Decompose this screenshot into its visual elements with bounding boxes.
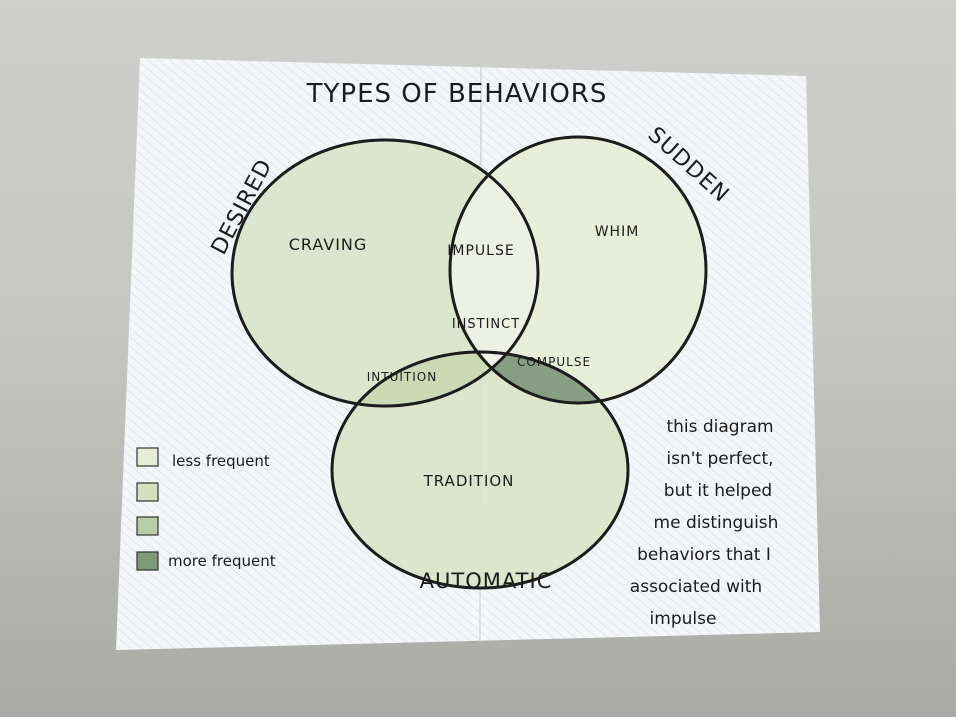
circle-desired: [230, 138, 540, 408]
circle-sudden: [448, 135, 708, 405]
label-automatic: AUTOMATIC: [420, 569, 553, 593]
legend-swatch-3: [136, 516, 159, 536]
note-line-6: associated with: [630, 577, 762, 597]
region-craving: CRAVING: [289, 235, 368, 254]
note-line-4: me distinguish: [654, 513, 779, 533]
region-tradition: TRADITION: [423, 472, 515, 490]
legend-swatch-1: [136, 447, 159, 467]
region-compulse: COMPULSE: [517, 355, 591, 369]
note-line-1: this diagram: [666, 417, 773, 437]
note-line-2: isn't perfect,: [666, 449, 773, 469]
note-line-7: impulse: [650, 609, 717, 629]
legend-label-1: less frequent: [172, 452, 270, 470]
region-impulse: IMPULSE: [447, 243, 514, 259]
note-line-5: behaviors that I: [637, 545, 771, 565]
legend-label-4: more frequent: [168, 552, 276, 570]
legend: less frequent more frequent: [136, 447, 276, 571]
venn-outlines: [230, 135, 708, 590]
region-whim: WHIM: [595, 224, 640, 240]
note-line-3: but it helped: [664, 481, 772, 501]
handwritten-note: this diagram isn't perfect, but it helpe…: [630, 417, 779, 629]
circle-automatic: [330, 350, 630, 590]
region-instinct: INSTINCT: [452, 317, 520, 332]
legend-swatch-4: [136, 551, 159, 571]
region-intuition: INTUITION: [367, 370, 437, 384]
diagram-title: TYPES OF BEHAVIORS: [306, 79, 608, 109]
legend-swatch-2: [136, 482, 159, 502]
